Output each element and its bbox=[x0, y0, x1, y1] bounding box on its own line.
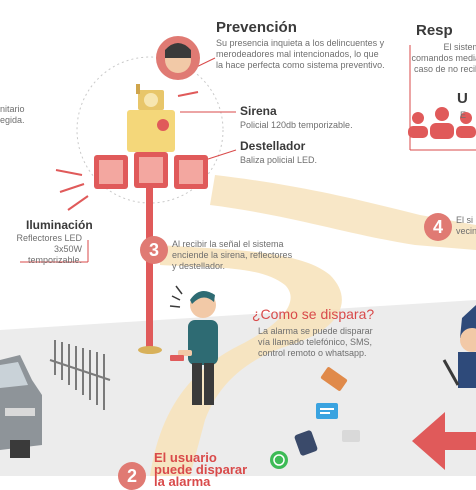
prevencion-title: Prevención bbox=[216, 19, 297, 36]
light-rays bbox=[55, 91, 199, 211]
step-2-text: El usuario puede disparar la alarma bbox=[154, 450, 248, 489]
focus-circle bbox=[76, 56, 224, 204]
iluminacion-title: Iluminación bbox=[26, 218, 93, 232]
respuesta-text: El sistem comandos media caso de no reci… bbox=[410, 42, 476, 75]
step-3-line: Al recibir la señal el sistema bbox=[172, 239, 284, 249]
step-4-badge: 4 bbox=[424, 213, 452, 241]
destellador-title: Destellador bbox=[240, 139, 306, 153]
user-person bbox=[178, 291, 218, 405]
thief-icon bbox=[156, 36, 200, 80]
speech-marks bbox=[169, 285, 183, 308]
pole-base bbox=[138, 346, 162, 354]
sirena-text: Policial 120db temporizable. bbox=[240, 120, 353, 130]
signal-path-curve bbox=[150, 245, 342, 476]
iluminacion-text: Reflectores LED 3x50W temporizable. bbox=[0, 233, 82, 266]
respuesta-line: comandos media bbox=[411, 53, 476, 63]
pole bbox=[146, 185, 153, 350]
step-4-line: El si bbox=[456, 215, 474, 225]
step-3-line: y destellador. bbox=[172, 261, 226, 271]
arrow-icon bbox=[412, 412, 476, 470]
prevencion-line: merodeadores mal intencionados, lo que bbox=[216, 49, 379, 59]
destellador-text: Baliza policial LED. bbox=[240, 155, 318, 165]
connector-line bbox=[204, 149, 237, 161]
iluminacion-line: 3x50W temporizable. bbox=[27, 244, 82, 265]
prevencion-line: la hace perfecta como sistema preventivo… bbox=[216, 60, 385, 70]
remote-icon bbox=[320, 367, 348, 391]
respuesta-title: Resp bbox=[416, 22, 453, 39]
como-text: La alarma se puede disparar vía llamado … bbox=[258, 326, 408, 359]
left-cut-line: nitario bbox=[0, 104, 25, 114]
step-4-line: vecin bbox=[456, 226, 476, 236]
remote-key-icon bbox=[294, 430, 318, 456]
step-3-line: enciende la sirena, reflectores bbox=[172, 250, 293, 260]
step-2-line: puede disparar bbox=[154, 462, 248, 477]
como-line: control remoto o whatsapp. bbox=[258, 348, 367, 358]
sms-icon bbox=[316, 403, 338, 419]
sirena-title: Sirena bbox=[240, 104, 277, 118]
left-cut-text: nitario egida. bbox=[0, 104, 25, 126]
signal-path bbox=[210, 175, 476, 250]
floodlight-icon bbox=[94, 152, 208, 189]
fence bbox=[49, 340, 111, 410]
prevencion-line: Su presencia inquieta a los delincuentes… bbox=[216, 38, 385, 48]
car-icon bbox=[0, 355, 42, 458]
step-3-text: Al recibir la señal el sistema enciende … bbox=[172, 239, 312, 272]
left-cut-line: egida. bbox=[0, 115, 25, 125]
user-letter: U bbox=[457, 90, 468, 107]
como-title: ¿Como se dispara? bbox=[252, 306, 375, 322]
como-line: La alarma se puede disparar bbox=[258, 326, 373, 336]
respuesta-line: caso de no recib bbox=[413, 64, 476, 74]
respuesta-line: El sistem bbox=[443, 42, 476, 52]
como-line: vía llamado telefónico, SMS, bbox=[258, 337, 373, 347]
police-icon bbox=[442, 305, 476, 388]
alarm-infographic bbox=[0, 36, 476, 476]
iluminacion-line: Reflectores LED bbox=[16, 233, 82, 243]
prevencion-text: Su presencia inquieta a los delincuentes… bbox=[216, 38, 386, 71]
step-2-badge: 2 bbox=[118, 462, 146, 490]
sms-bubble-icon bbox=[342, 430, 360, 442]
phone-icon bbox=[170, 355, 184, 361]
step-3-badge: 3 bbox=[140, 236, 168, 264]
step-2-line: la alarma bbox=[154, 474, 211, 489]
siren-icon bbox=[127, 84, 175, 152]
step-2-line: El usuario bbox=[154, 450, 217, 465]
whatsapp-icon bbox=[270, 451, 288, 469]
user-letter-text: E bbox=[460, 110, 467, 120]
step-4-text: El si vecin bbox=[456, 215, 476, 237]
users-icon bbox=[408, 107, 476, 139]
